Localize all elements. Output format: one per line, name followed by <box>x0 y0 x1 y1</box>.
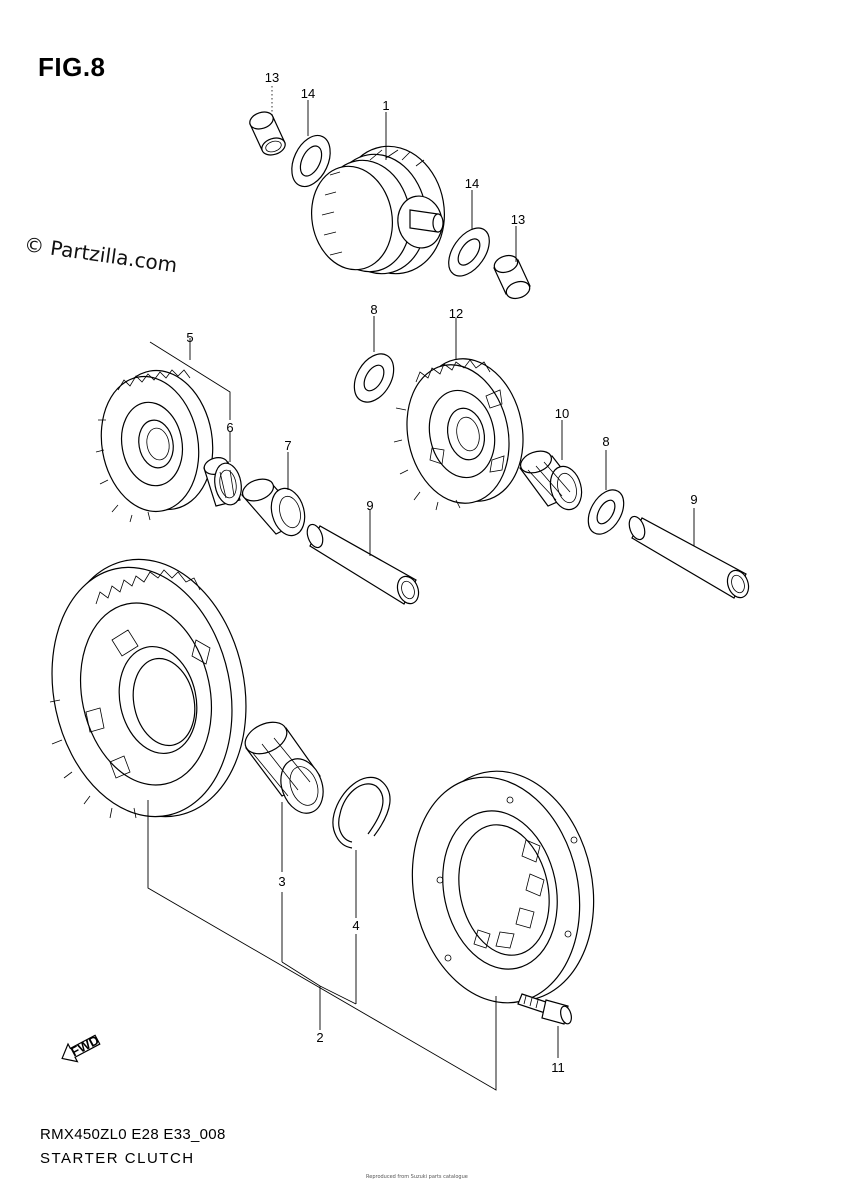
callout-14-upper: 14 <box>301 86 315 101</box>
figure-title: FIG.8 <box>38 52 106 82</box>
needle-bearing-6[interactable] <box>202 455 244 507</box>
callout-4: 4 <box>352 918 359 933</box>
diagram-caption: STARTER CLUTCH <box>40 1150 195 1167</box>
fine-print: Reproduced from Suzuki parts catalogue <box>366 1174 468 1180</box>
fwd-label: FWD <box>68 1032 101 1059</box>
shaft-9-left[interactable] <box>304 522 422 606</box>
callout-8-lower: 8 <box>602 434 609 449</box>
callout-14-lower: 14 <box>465 176 479 191</box>
callout-10: 10 <box>555 406 569 421</box>
callout-5: 5 <box>186 330 193 345</box>
spacer-7[interactable] <box>240 475 310 539</box>
starter-idle-gear-5[interactable] <box>91 362 223 523</box>
bushing-13-upper[interactable] <box>248 109 288 158</box>
needle-bearing-10[interactable] <box>518 447 587 513</box>
starter-idle-gear-12[interactable] <box>393 349 536 513</box>
circlip-4[interactable] <box>332 776 391 849</box>
callout-8-upper: 8 <box>370 302 377 317</box>
callout-9-right: 9 <box>690 492 697 507</box>
thrust-washer-8-upper[interactable] <box>346 347 401 409</box>
callout-13-lower: 13 <box>511 212 525 227</box>
one-way-clutch[interactable] <box>392 755 614 1018</box>
bearing-3[interactable] <box>240 716 330 819</box>
callout-2: 2 <box>316 1030 323 1045</box>
washer-14-upper[interactable] <box>284 129 338 192</box>
thrust-washer-8-lower[interactable] <box>581 484 631 541</box>
callout-6: 6 <box>226 420 233 435</box>
callout-9-left: 9 <box>366 498 373 513</box>
bolt-11[interactable] <box>517 993 573 1025</box>
shaft-9-right[interactable] <box>626 514 752 600</box>
starter-idle-gear-1[interactable] <box>304 138 455 282</box>
callout-3: 3 <box>278 874 285 889</box>
callout-7: 7 <box>284 438 291 453</box>
fwd-arrow-icon: FWD <box>61 1032 101 1063</box>
callout-13-upper: 13 <box>265 70 279 85</box>
callout-11: 11 <box>551 1060 565 1075</box>
leader-lines <box>147 86 695 1091</box>
bushing-13-lower[interactable] <box>492 253 532 302</box>
callout-12: 12 <box>449 306 463 321</box>
diagram-code: RMX450ZL0 E28 E33_008 <box>40 1126 226 1143</box>
callout-1: 1 <box>382 98 389 113</box>
starter-driven-gear[interactable] <box>30 542 269 835</box>
washer-14-lower[interactable] <box>440 221 497 284</box>
